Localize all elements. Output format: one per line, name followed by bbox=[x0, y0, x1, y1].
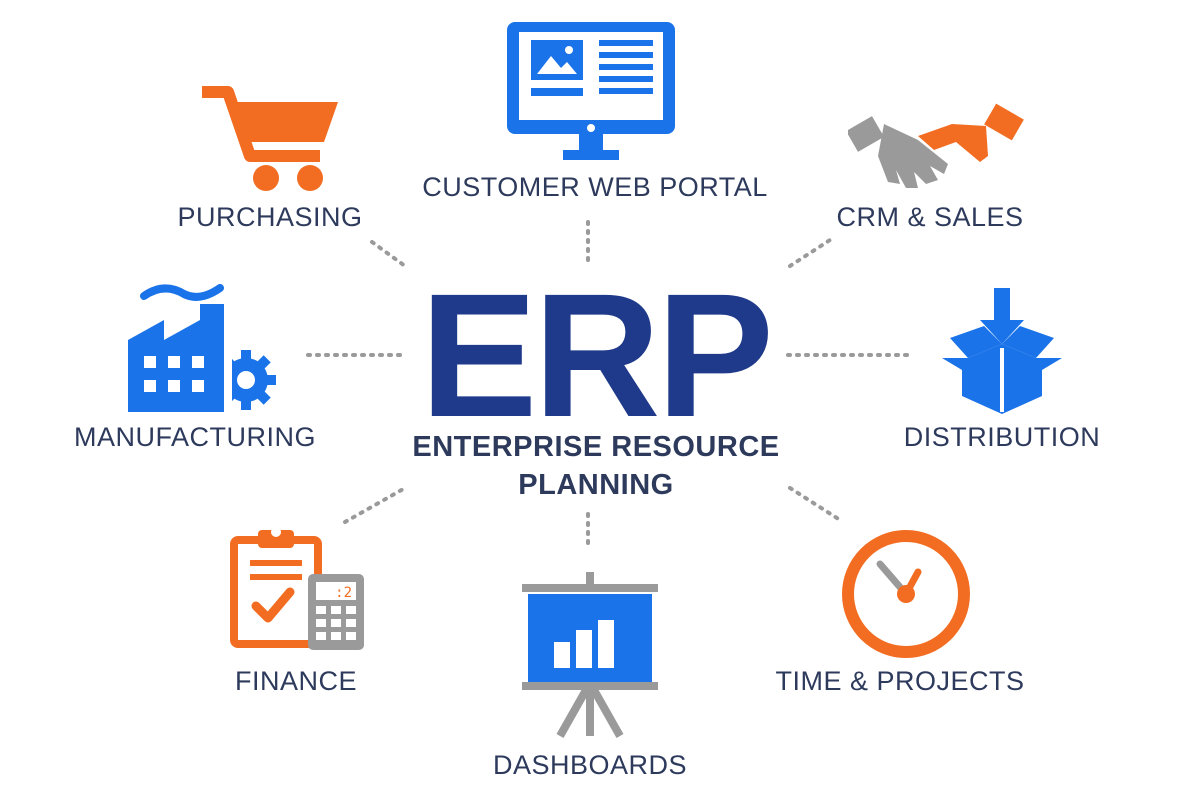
factory-icon bbox=[128, 284, 276, 412]
svg-text::2: :2 bbox=[335, 585, 352, 601]
connector-crm-sales bbox=[788, 238, 832, 268]
clock-icon bbox=[842, 530, 970, 658]
connector-finance bbox=[343, 486, 407, 524]
connector-purchasing bbox=[370, 240, 407, 268]
label-finance: FINANCE bbox=[234, 666, 357, 696]
monitor-icon bbox=[507, 22, 675, 160]
label-distribution: DISTRIBUTION bbox=[903, 422, 1101, 452]
box-icon bbox=[942, 288, 1062, 414]
label-crm-sales: CRM & SALES bbox=[836, 202, 1024, 232]
label-customer-web-portal: CUSTOMER WEB PORTAL bbox=[422, 172, 768, 202]
erp-title: ERP bbox=[420, 258, 774, 454]
connector-time-projects bbox=[788, 486, 842, 522]
handshake-icon bbox=[848, 103, 1024, 188]
label-time-projects: TIME & PROJECTS bbox=[775, 666, 1025, 696]
label-manufacturing: MANUFACTURING bbox=[74, 422, 316, 452]
erp-subtitle: ENTERPRISE RESOURCE PLANNING bbox=[400, 428, 792, 504]
clipboard-calculator-icon: :2 bbox=[230, 527, 364, 650]
presentation-chart-icon bbox=[522, 572, 658, 738]
erp-subtitle-line1: ENTERPRISE RESOURCE bbox=[412, 431, 780, 463]
label-dashboards: DASHBOARDS bbox=[492, 750, 688, 780]
label-purchasing: PURCHASING bbox=[177, 202, 363, 232]
erp-subtitle-line2: PLANNING bbox=[518, 469, 674, 501]
shopping-cart-icon bbox=[202, 86, 338, 191]
